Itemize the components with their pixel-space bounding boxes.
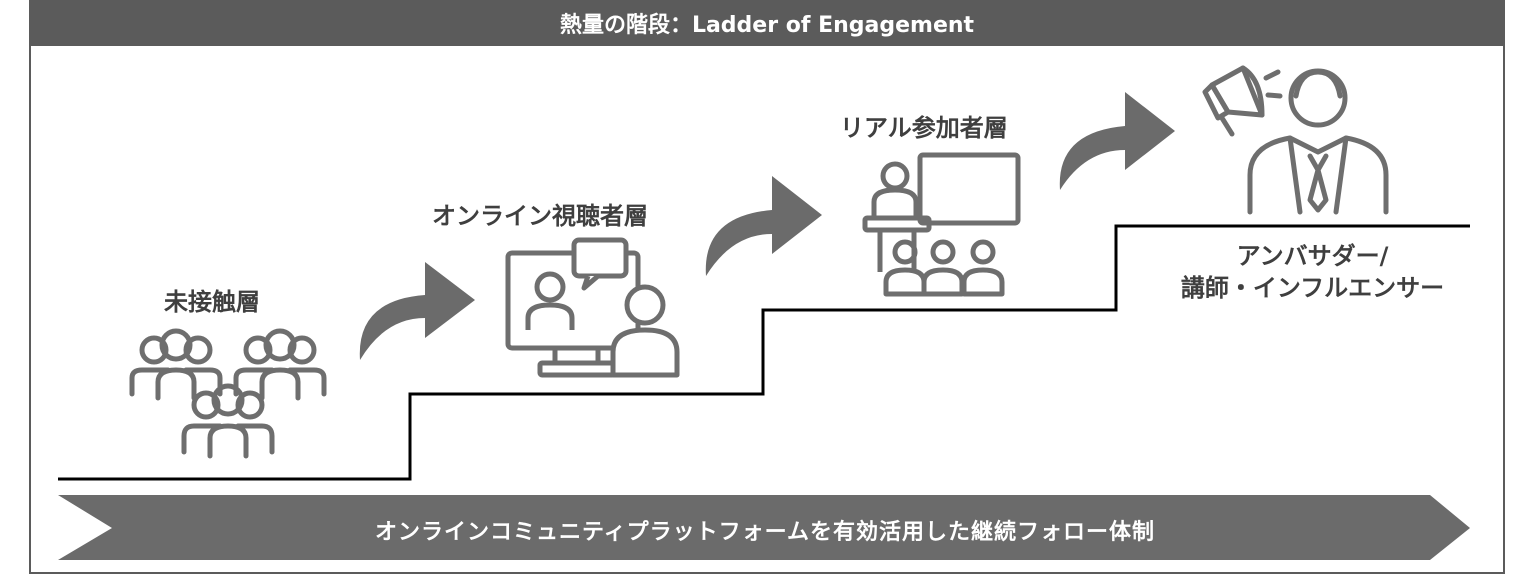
diagram-title: 熱量の階段：Ladder of Engagement <box>31 0 1503 46</box>
arrow-icon <box>705 176 822 276</box>
stage-label-real-participant: リアル参加者層 <box>840 114 1008 142</box>
stage-label-online-viewer: オンライン視聴者層 <box>432 202 648 230</box>
crowd-icon <box>129 328 327 459</box>
presenter-icon <box>862 152 1021 297</box>
follow-up-banner-text: オンラインコミュニティプラットフォームを有効活用した継続フォロー体制 <box>374 520 1156 545</box>
stage-label-ambassador-line1: アンバサダー/ <box>1236 242 1389 270</box>
staircase-line <box>58 224 1470 481</box>
stage-label-unreached: 未接触層 <box>164 288 260 316</box>
ambassador-icon <box>1202 65 1389 215</box>
online-viewer-icon <box>505 237 680 378</box>
stage-label-ambassador-line2: 講師・インフルエンサー <box>1180 274 1445 303</box>
follow-up-banner-arrow <box>58 495 1470 560</box>
stage-label-ambassador: アンバサダー/ 講師・インフルエンサー <box>1145 240 1480 305</box>
arrow-icon <box>1059 92 1175 190</box>
arrow-icon <box>359 262 475 360</box>
